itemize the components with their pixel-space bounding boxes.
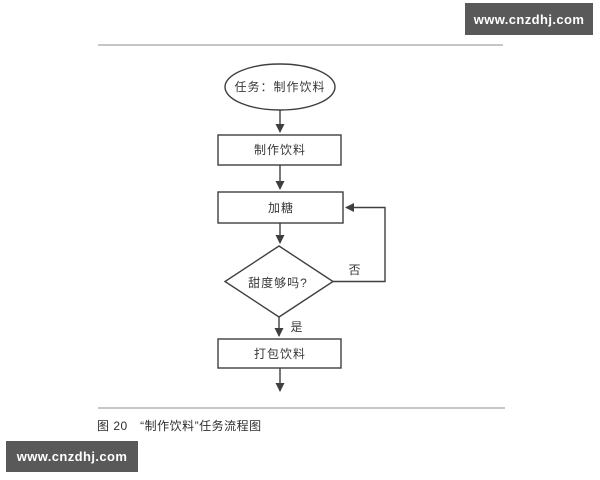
decision-diamond: [223, 245, 335, 318]
process-box-add-sugar: [217, 191, 344, 224]
process-box-make-drink: [217, 134, 342, 166]
bottom-rule: [98, 407, 505, 409]
no-branch-connector: [333, 203, 386, 283]
decision-label: 甜度够吗?: [248, 275, 308, 290]
watermark-bottom-left: www.cnzdhj.com: [6, 441, 138, 472]
figure-caption: 图 20 “制作饮料”任务流程图: [97, 419, 262, 433]
top-rule: [98, 44, 503, 46]
process-box-pack-drink: [217, 338, 342, 369]
process-label-make-drink: 制作饮料: [254, 143, 306, 157]
watermark-top-right: www.cnzdhj.com: [465, 3, 593, 35]
start-label: 任务：制作饮料: [234, 79, 325, 94]
process-label-pack-drink: 打包饮料: [254, 347, 306, 361]
process-label-add-sugar: 加糖: [268, 200, 294, 215]
no-branch-label: 否: [348, 263, 361, 277]
yes-branch-label: 是: [290, 320, 303, 334]
